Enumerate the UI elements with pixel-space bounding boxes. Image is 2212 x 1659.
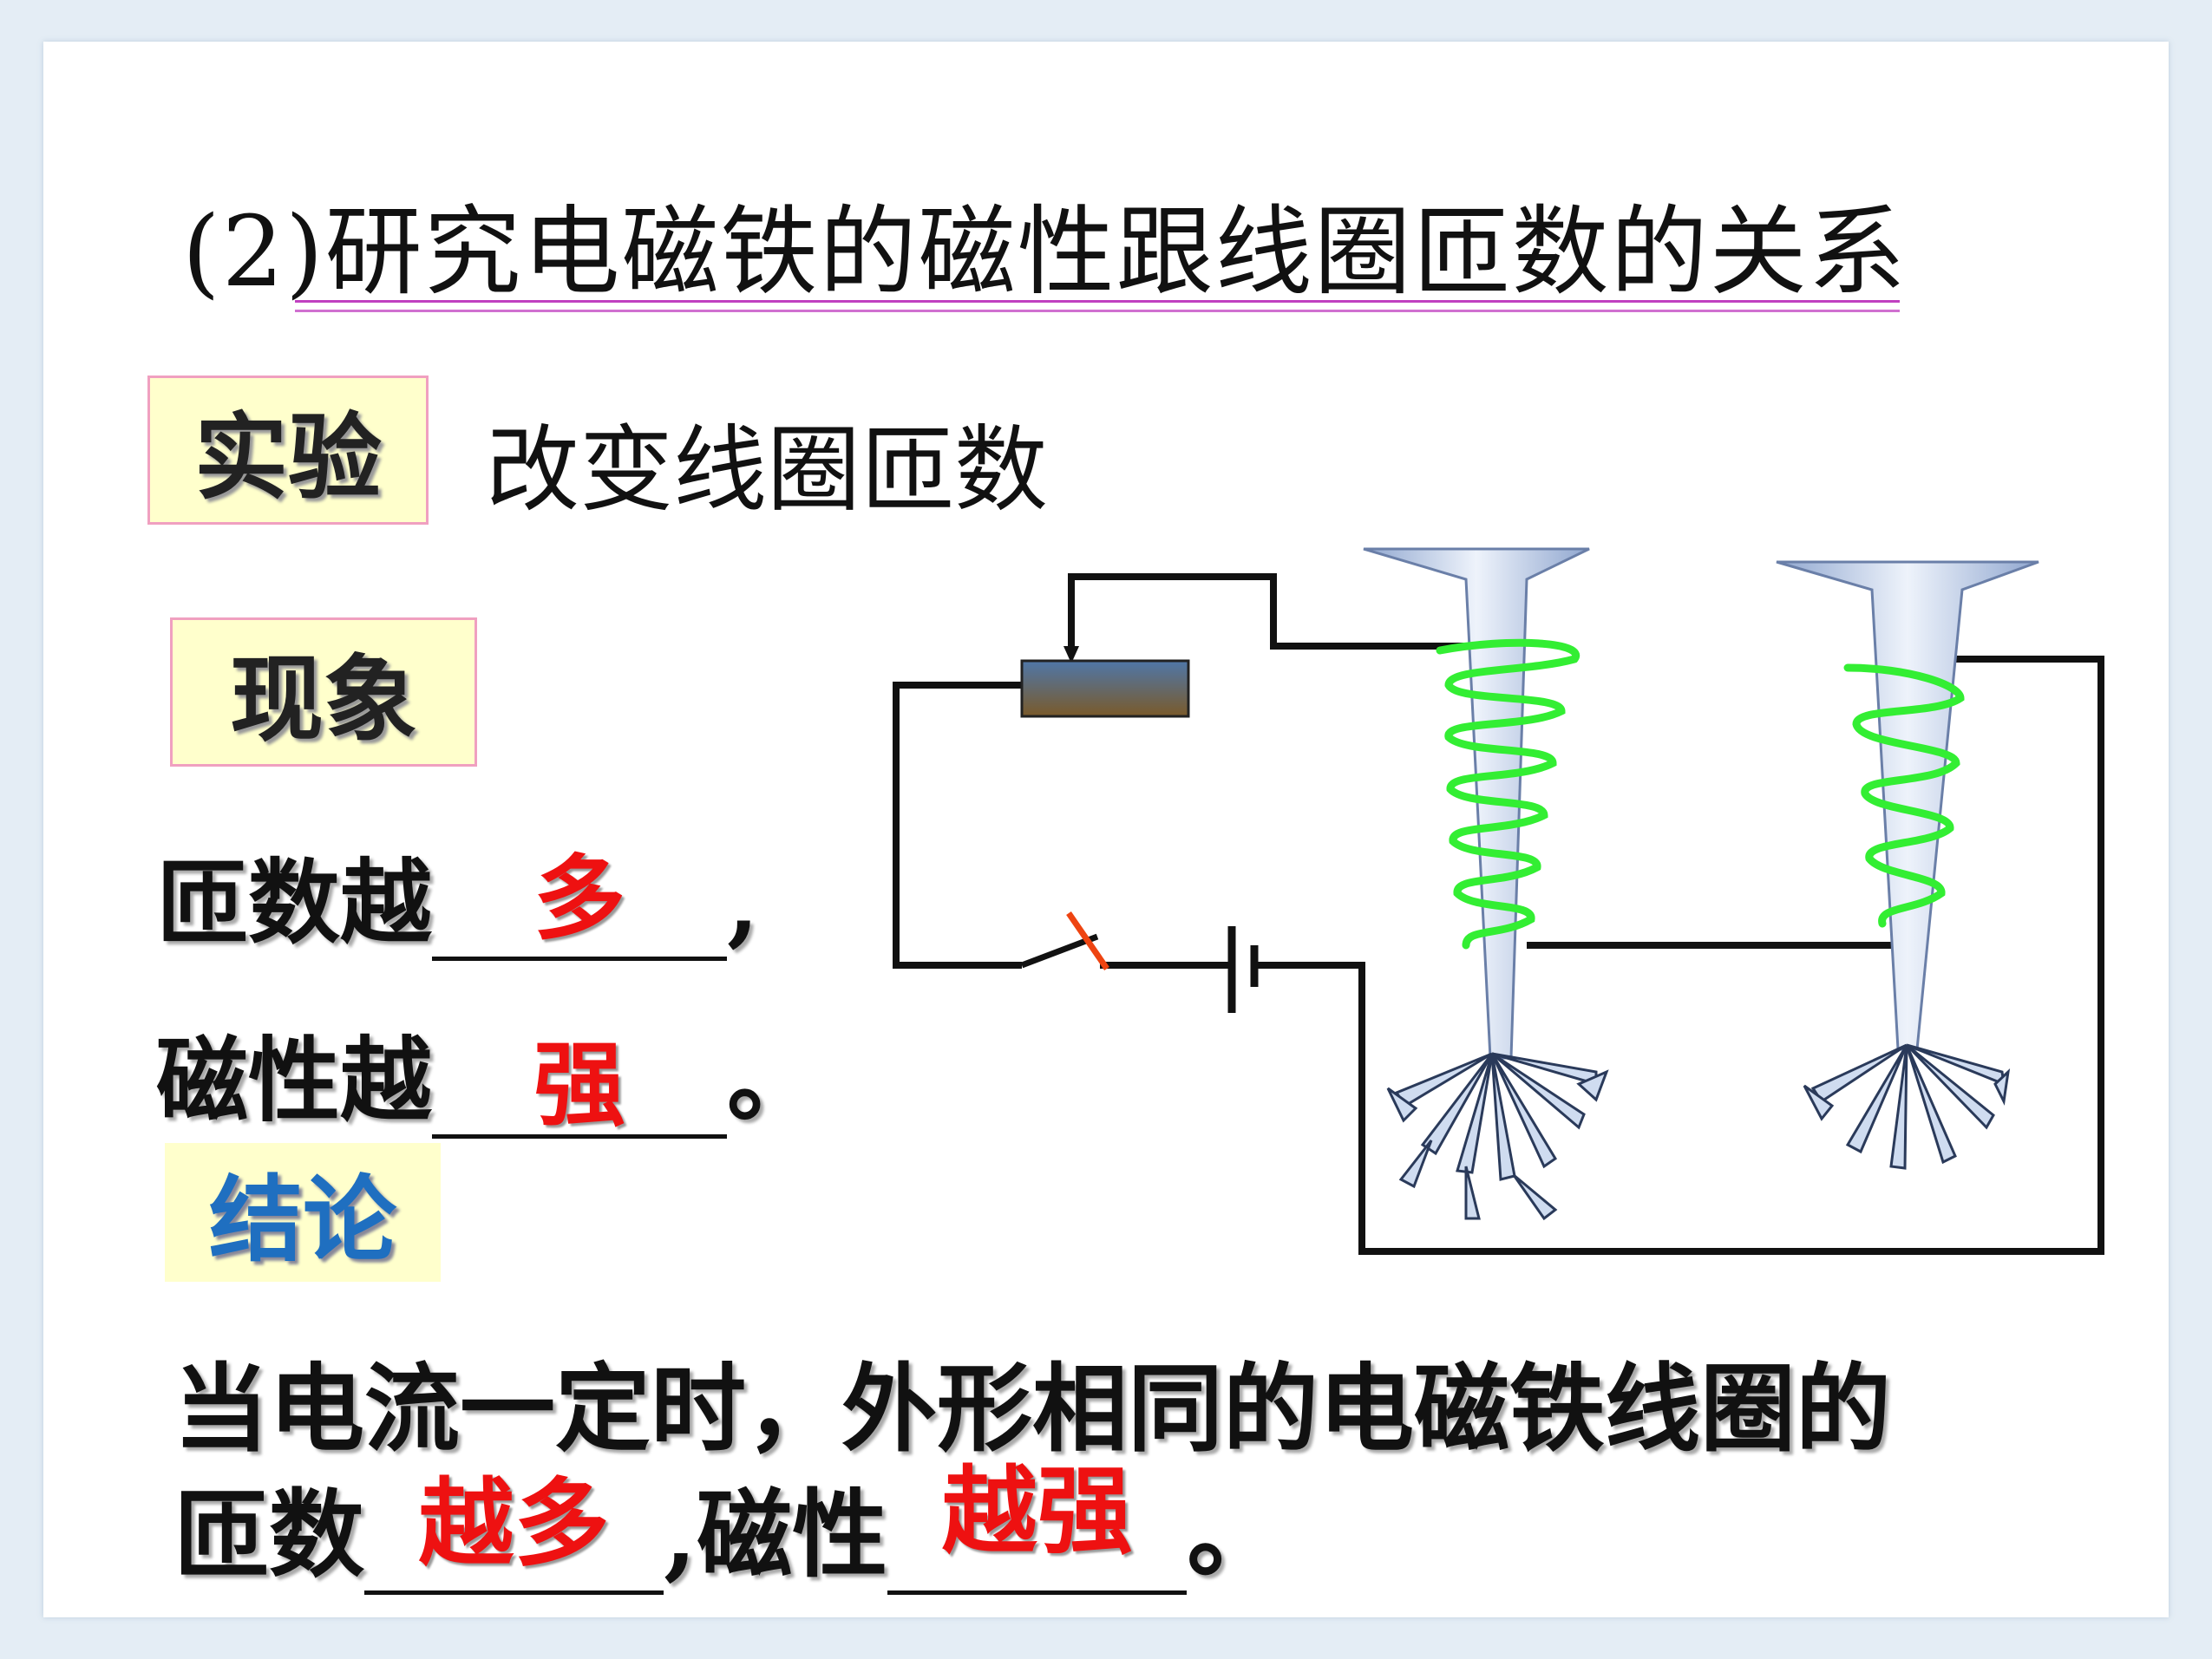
phenomenon-line2-prefix: 磁性越 xyxy=(156,1026,432,1134)
attracted-nails-few xyxy=(1803,1043,2011,1170)
slide-background xyxy=(43,42,2169,1617)
rheostat xyxy=(1020,659,1190,718)
conclusion-answer-1: 越多 xyxy=(418,1467,610,1579)
phenomenon-line1-prefix: 匝数越 xyxy=(156,848,432,957)
conclusion-line-2: 匝数越多 ,磁性越强 。 xyxy=(173,1455,1283,1596)
conclusion-line-1: 当电流一定时，外形相同的电磁铁线圈的 xyxy=(173,1353,1891,1465)
switch xyxy=(1020,911,1109,970)
phenomenon-blank-2: 强 xyxy=(432,1026,727,1139)
phenomenon-line-1: 匝数越多 , xyxy=(156,828,759,962)
title-underline xyxy=(295,300,1900,312)
conclusion-blank-2: 越强 xyxy=(887,1455,1188,1595)
phenomenon-answer-2: 强 xyxy=(533,1030,625,1139)
phenomenon-line-2: 磁性越强 。 xyxy=(156,1006,819,1140)
experiment-label: 实验 xyxy=(147,376,429,525)
conclusion-blank-1: 越多 xyxy=(364,1467,664,1595)
attracted-nails-many xyxy=(1386,1052,1609,1221)
conclusion-line2-middle: ,磁性 xyxy=(664,1479,888,1590)
electromagnet-many-turns xyxy=(1363,547,1590,1060)
conclusion-line2-prefix: 匝数 xyxy=(173,1479,364,1590)
phenomenon-answer-1: 多 xyxy=(533,844,625,952)
electromagnet-few-turns xyxy=(1776,560,2039,1051)
phenomenon-label: 现象 xyxy=(170,617,477,767)
phenomenon-blank-1: 多 xyxy=(432,844,727,961)
battery xyxy=(1227,926,1259,1013)
conclusion-label: 结论 xyxy=(165,1143,441,1282)
circuit-wires xyxy=(893,573,2104,1255)
phenomenon-line1-suffix: , xyxy=(727,848,759,957)
rheostat-slider-arrow xyxy=(1063,646,1079,663)
conclusion-answer-2: 越强 xyxy=(941,1455,1133,1567)
phenomenon-line2-suffix: 。 xyxy=(727,1026,819,1134)
experiment-text: 改变线圈匝数 xyxy=(486,416,1049,525)
page-title: (2)研究电磁铁的磁性跟线圈匝数的关系 xyxy=(182,196,1908,309)
conclusion-line2-suffix: 。 xyxy=(1187,1479,1283,1590)
